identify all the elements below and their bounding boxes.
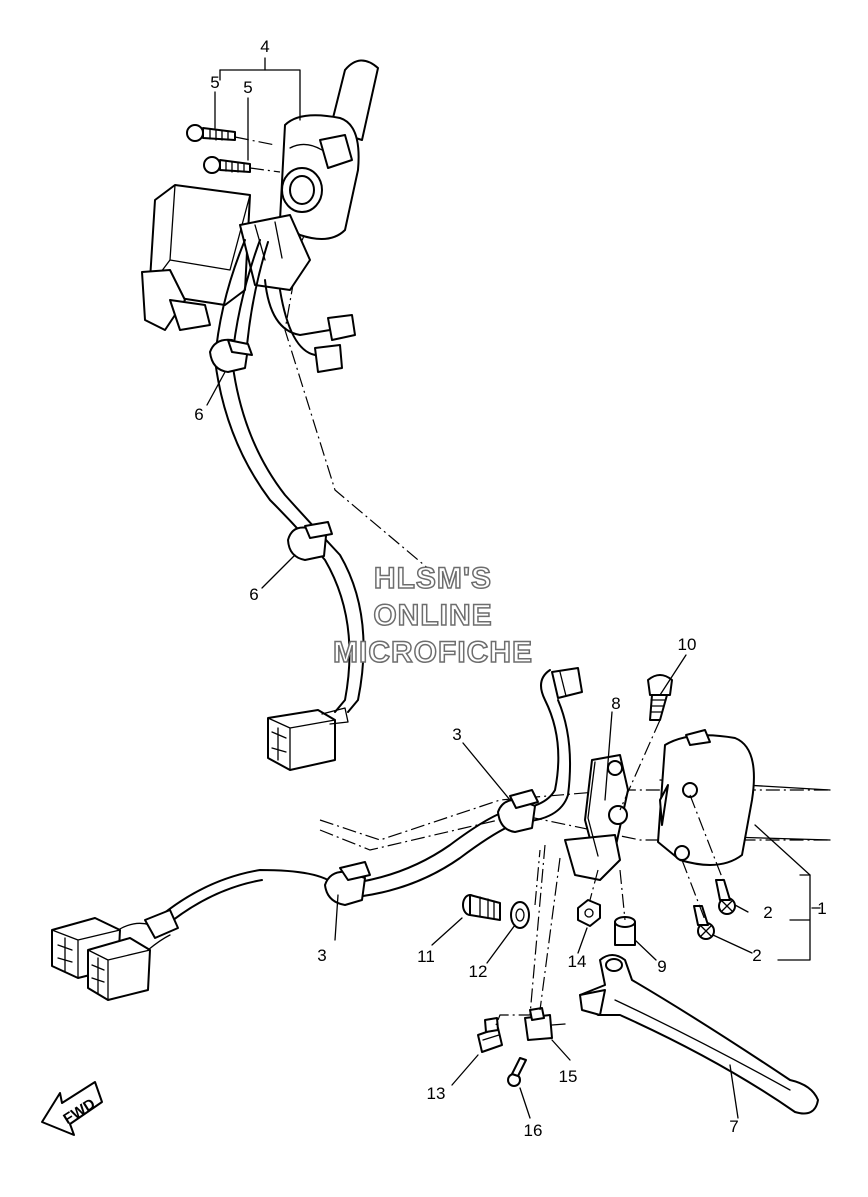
watermark-line-1: HLSM'S	[374, 562, 492, 595]
collar-9	[614, 916, 636, 946]
lever-holder	[564, 754, 629, 881]
callout-14: 14	[568, 952, 587, 971]
callout-3b: 3	[317, 946, 326, 965]
callout-10: 10	[678, 635, 697, 654]
callout-6b: 6	[249, 585, 258, 604]
callout-8: 8	[611, 694, 620, 713]
callout-5b: 5	[243, 78, 252, 97]
callout-5a: 5	[210, 73, 219, 92]
callout-7: 7	[729, 1117, 738, 1136]
callout-16: 16	[524, 1121, 543, 1140]
callouts: 4 5 5 6 6 3 3 8 10 1 2 2 11 12 14 9 13 1…	[194, 37, 826, 1140]
watermark: HLSM'S ONLINE MICROFICHE	[332, 561, 533, 670]
callout-9: 9	[657, 957, 666, 976]
callout-11: 11	[417, 947, 435, 966]
small-connectors	[264, 279, 356, 373]
right-switch-assembly	[141, 59, 379, 331]
callout-2a: 2	[763, 903, 772, 922]
screw-5-upper	[186, 124, 236, 142]
left-switch-housing	[657, 729, 755, 866]
screw-16	[507, 1057, 527, 1087]
upper-harness	[209, 239, 365, 771]
callout-1: 1	[817, 899, 826, 918]
lower-harness	[51, 667, 583, 1001]
callout-3a: 3	[452, 725, 461, 744]
watermark-line-2: ONLINE	[373, 599, 492, 632]
callout-2b: 2	[752, 946, 761, 965]
washer-12	[510, 901, 530, 929]
screw-5-lower	[203, 156, 251, 174]
lever-7	[579, 954, 819, 1115]
callout-12: 12	[469, 962, 488, 981]
handlebar-reference	[284, 79, 831, 851]
nut-14	[577, 899, 601, 927]
callout-15: 15	[559, 1067, 578, 1086]
screws-2	[693, 879, 736, 940]
bolt-11	[462, 894, 501, 921]
callout-13: 13	[427, 1084, 446, 1103]
watermark-line-3: MICROFICHE	[333, 636, 533, 669]
bolt-13	[477, 1017, 503, 1053]
fwd-arrow: FWD	[41, 1081, 103, 1136]
bolt-10	[647, 674, 673, 721]
switch-15	[524, 1007, 566, 1041]
callout-6a: 6	[194, 405, 203, 424]
callout-4: 4	[260, 37, 269, 56]
leader-lines	[206, 57, 821, 1119]
